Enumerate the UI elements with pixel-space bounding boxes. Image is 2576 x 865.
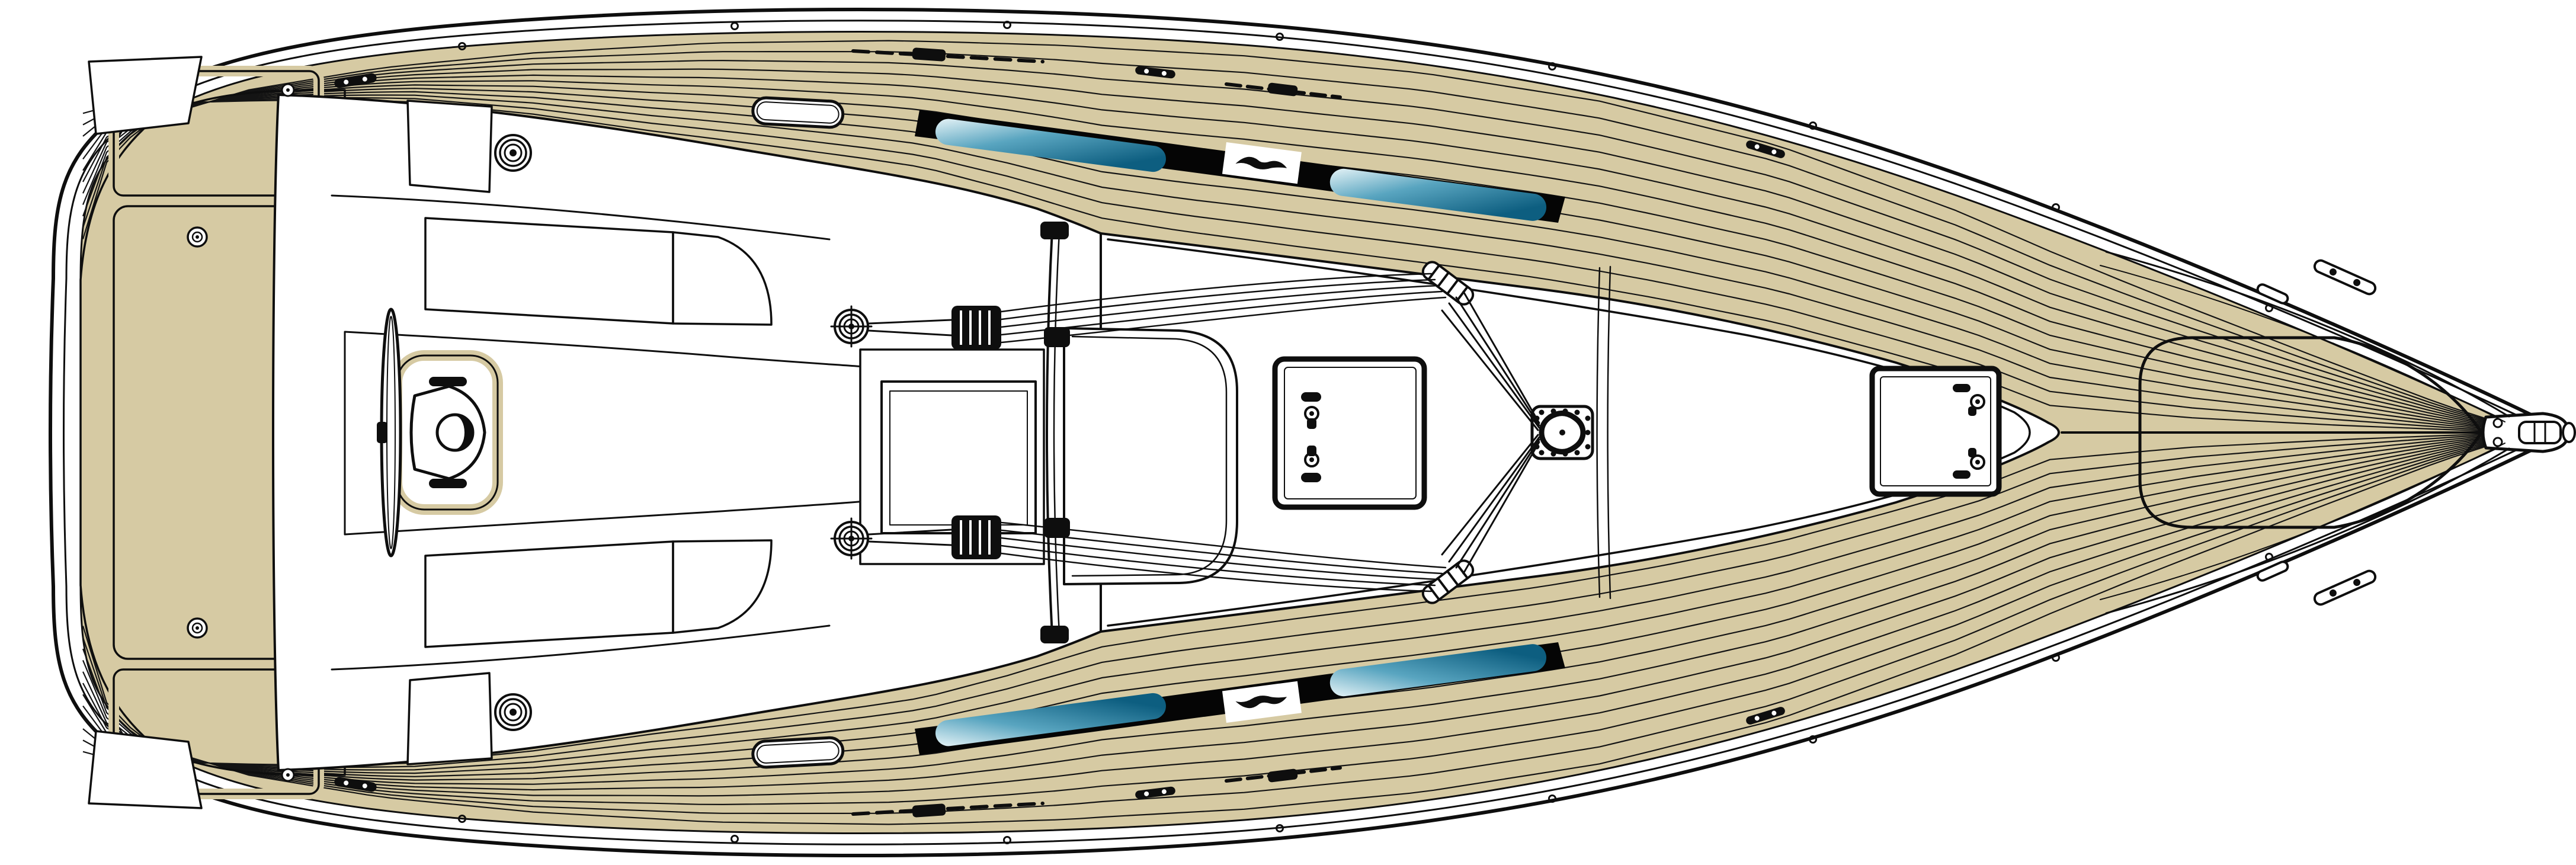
deck-filler-cap [281, 83, 295, 97]
teak-plank-line [82, 431, 2529, 825]
coachroof-edge-line [1107, 238, 2031, 627]
teak-plank-line [82, 431, 2529, 768]
midship-cleat [1135, 66, 1175, 79]
binnacle [409, 377, 486, 488]
anchor-roller [2518, 421, 2562, 444]
coachroof-beam-line-b [1607, 265, 1611, 600]
foredeck-hatch [1869, 366, 2002, 497]
teak-plank-line [82, 99, 2529, 434]
binnacle-handle-bottom [429, 479, 467, 488]
aft-mooring-cleat [334, 73, 377, 88]
primary-winch [830, 305, 873, 348]
binnacle-handle-top [429, 377, 467, 386]
gull-logo-icon [1235, 156, 1287, 169]
coachroof-beam-line-a [1596, 267, 1601, 598]
pulpit-rail [2105, 251, 2510, 418]
wheel-hub [377, 422, 387, 443]
mast-center-pin [1559, 430, 1565, 435]
compass-shadow [455, 416, 472, 449]
teak-plank-line [82, 431, 2529, 806]
teak-plank-line [82, 97, 2529, 434]
steering-wheel [377, 307, 402, 558]
anchor-locker-outline [2138, 336, 2483, 529]
teak-plank-line [82, 431, 2529, 774]
teak-plank-line [82, 74, 2529, 434]
genoa-track-forward [1225, 82, 1342, 99]
stanchion-bases [458, 21, 2273, 312]
teak-plank-line [82, 431, 2529, 771]
bow-mooring-cleat [2313, 259, 2377, 296]
bow-area [2138, 336, 2576, 529]
saloon-hatch-latches [1301, 392, 1321, 482]
aft-coaming-winch [494, 134, 532, 172]
teak-plank-line [82, 51, 2529, 434]
halyard-leads [1000, 273, 1447, 344]
side-window-aft [935, 118, 1166, 172]
cockpit-wells-and-benches [272, 94, 1102, 771]
bow-roller-nose [2562, 422, 2576, 443]
sliding-hatch-garage [1063, 327, 1238, 585]
teak-plank-line [82, 431, 2529, 766]
stern-corner-platform [88, 56, 203, 135]
garage-inner-line [1071, 335, 1228, 577]
forward-cleat [1746, 140, 1785, 158]
rope-clutch-bank [867, 306, 1001, 350]
bow-chock [2256, 283, 2289, 305]
mainsheet-traveler [1046, 229, 1060, 636]
teak-plank-line [82, 94, 2529, 434]
genoa-track [851, 47, 1045, 63]
bench-backrest-line [331, 194, 831, 241]
saloon-hatch [1272, 356, 1427, 510]
side-window-forward [1329, 168, 1547, 221]
teak-plank-line [82, 431, 2529, 785]
coaming-oval-window [751, 96, 845, 129]
anchor-roller-pins [2533, 422, 2546, 443]
foredeck-hatch-latches [1953, 384, 1985, 479]
plank-lines-port [82, 431, 2529, 825]
starboard-side-fittings [88, 21, 2510, 431]
cockpit-corner-step [406, 100, 493, 193]
mast-step [1530, 405, 1594, 460]
teak-plank-line [82, 40, 2529, 434]
traveler-end-block [1040, 222, 1069, 239]
stern-fairlead-ring [187, 226, 208, 248]
teak-plank-line [82, 91, 2529, 434]
teak-plank-line [82, 68, 2529, 434]
mast-to-organizer-lines [1441, 290, 1540, 431]
teak-plank-line [82, 431, 2529, 791]
pulpit-rail-inner [2100, 265, 2505, 422]
rubrail-line [63, 20, 2555, 845]
coachroof-window-band [915, 110, 1565, 223]
teak-plank-line [82, 59, 2529, 434]
teak-plank-line [82, 80, 2529, 434]
teak-plank-line [82, 431, 2529, 797]
deck-organizer [1421, 261, 1475, 306]
bench-seat-teak [424, 217, 773, 326]
traveler-car-block [1044, 327, 1070, 347]
teak-plank-line [82, 431, 2529, 814]
